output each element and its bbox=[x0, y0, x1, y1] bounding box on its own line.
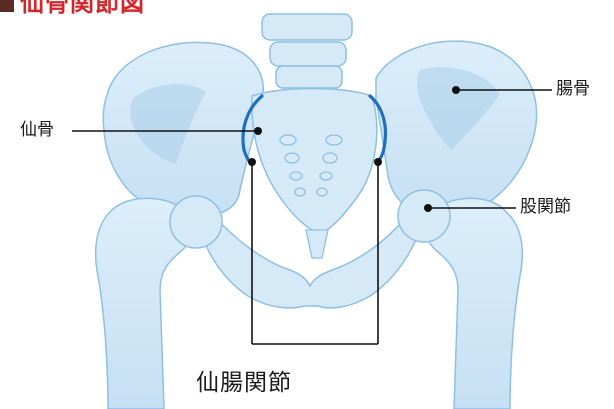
label-sacrum: 仙骨 bbox=[20, 122, 54, 139]
label-ilium: 腸骨 bbox=[556, 81, 590, 98]
label-hip-joint: 股関節 bbox=[520, 199, 571, 216]
sacrum-shape bbox=[252, 89, 377, 235]
label-sacroiliac-joint: 仙腸関節 bbox=[196, 372, 292, 395]
left-femoral-head bbox=[170, 196, 222, 248]
right-femoral-head bbox=[398, 190, 450, 242]
coccyx-shape bbox=[306, 230, 328, 258]
